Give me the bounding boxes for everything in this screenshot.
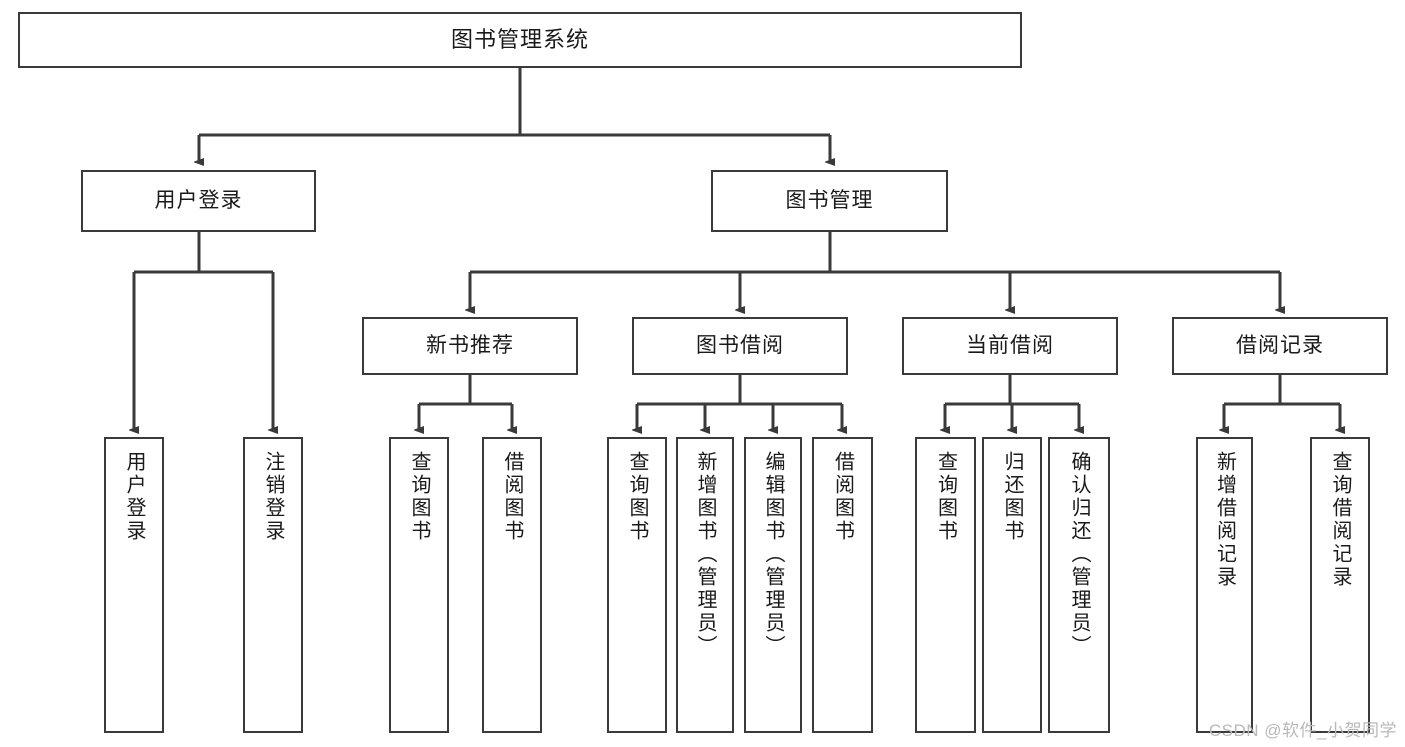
node-leaf-return-book-label: 归还图书 <box>1001 451 1023 543</box>
node-leaf-return-book[interactable]: 归还图书 <box>982 437 1042 733</box>
node-leaf-user-login[interactable]: 用户登录 <box>104 437 164 733</box>
node-root-system-label: 图书管理系统 <box>450 27 589 53</box>
node-leaf-query-book-borrow-label: 查询图书 <box>626 451 648 543</box>
node-leaf-query-book-borrow[interactable]: 查询图书 <box>607 437 667 733</box>
node-leaf-borrow-book[interactable]: 借阅图书 <box>812 437 873 733</box>
node-leaf-add-book-admin[interactable]: 新增图书（管理员） <box>676 437 734 733</box>
node-leaf-logout-label: 注销登录 <box>262 451 284 543</box>
node-leaf-query-borrow-record[interactable]: 查询借阅记录 <box>1310 437 1370 733</box>
node-leaf-borrow-book-recommend[interactable]: 借阅图书 <box>482 437 542 733</box>
node-leaf-query-borrow-record-label: 查询借阅记录 <box>1329 451 1351 589</box>
node-book-management[interactable]: 图书管理 <box>711 170 948 232</box>
node-leaf-edit-book-admin-label: 编辑图书（管理员） <box>762 451 784 658</box>
node-leaf-add-borrow-record-label: 新增借阅记录 <box>1213 451 1236 589</box>
node-leaf-user-login-label: 用户登录 <box>123 451 145 543</box>
node-leaf-query-book-current[interactable]: 查询图书 <box>915 437 976 733</box>
node-leaf-add-borrow-record[interactable]: 新增借阅记录 <box>1196 437 1253 733</box>
node-leaf-query-book-recommend[interactable]: 查询图书 <box>389 437 449 733</box>
node-current-borrow-label: 当前借阅 <box>966 333 1054 357</box>
node-leaf-confirm-return-admin-label: 确认归还（管理员） <box>1068 451 1090 658</box>
node-leaf-borrow-book-label: 借阅图书 <box>831 451 854 543</box>
node-leaf-query-book-recommend-label: 查询图书 <box>408 451 430 543</box>
node-current-borrow[interactable]: 当前借阅 <box>902 317 1118 375</box>
node-user-login-label: 用户登录 <box>154 188 243 212</box>
node-leaf-query-book-current-label: 查询图书 <box>934 451 957 543</box>
node-book-borrow[interactable]: 图书借阅 <box>632 317 848 375</box>
watermark-text: CSDN @软件_小贺同学 <box>1208 721 1397 740</box>
node-leaf-add-book-admin-label: 新增图书（管理员） <box>694 451 716 658</box>
node-leaf-logout[interactable]: 注销登录 <box>243 437 303 733</box>
node-leaf-edit-book-admin[interactable]: 编辑图书（管理员） <box>744 437 802 733</box>
node-new-book-recommend[interactable]: 新书推荐 <box>362 317 578 375</box>
node-book-management-label: 图书管理 <box>785 188 874 212</box>
node-user-login[interactable]: 用户登录 <box>81 170 316 232</box>
node-borrow-record[interactable]: 借阅记录 <box>1172 317 1388 375</box>
node-book-borrow-label: 图书借阅 <box>696 333 784 357</box>
node-root-system[interactable]: 图书管理系统 <box>18 12 1022 68</box>
node-new-book-recommend-label: 新书推荐 <box>426 333 514 357</box>
node-leaf-confirm-return-admin[interactable]: 确认归还（管理员） <box>1048 437 1110 733</box>
node-borrow-record-label: 借阅记录 <box>1236 333 1324 357</box>
node-leaf-borrow-book-recommend-label: 借阅图书 <box>501 451 523 543</box>
